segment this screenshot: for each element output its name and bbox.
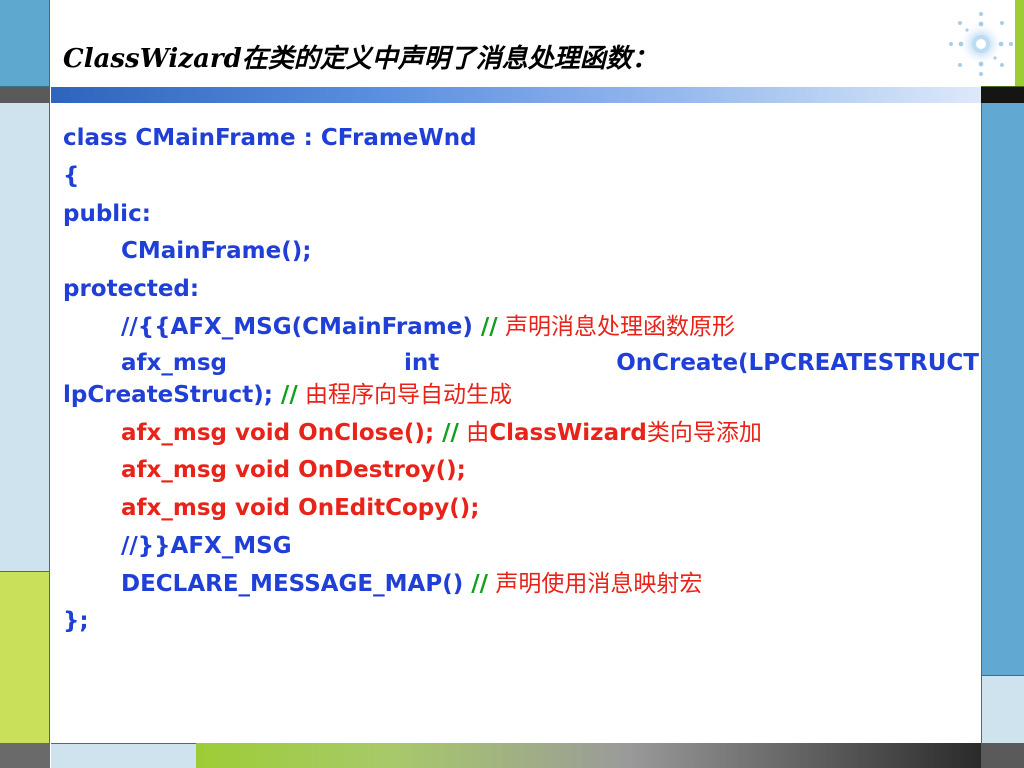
left-decor-middle [0,103,50,571]
bottom-decor-gradient [196,743,981,768]
code-line-6: //{{AFX_MSG(CMainFrame) // 声明消息处理函数原形 [121,313,735,341]
left-decor-green [0,571,50,743]
code-line-10: afx_msg void OnDestroy(); [121,457,466,483]
comment-slashes: // [472,314,498,340]
title-area: ClassWizard在类的定义中声明了消息处理函数： [51,0,1015,87]
code-line-11: afx_msg void OnEditCopy(); [121,495,480,521]
left-decor-top [0,0,50,87]
bottom-decor-left [51,743,196,768]
code-line-12: //}}AFX_MSG [121,533,292,559]
comment-text: 声明消息处理函数原形 [497,314,735,340]
title-gradient-band [51,87,981,103]
code-line-7: afx_msg int OnCreate(LPCREATESTRUCT [121,349,979,377]
right-decor-bottom [981,743,1024,768]
comment-text-a: 由 [458,420,490,446]
code-block: class CMainFrame : CFrameWnd { public: C… [51,103,981,743]
code-line-5: protected: [63,276,200,302]
code-line-7-c: OnCreate(LPCREATESTRUCT [616,350,979,376]
code-line-9-code: afx_msg void OnClose(); [121,420,435,446]
code-line-13-code: DECLARE_MESSAGE_MAP() [121,571,464,597]
right-decor-blue [981,103,1024,675]
comment-text: 由程序向导自动生成 [297,382,513,408]
code-line-9: afx_msg void OnClose(); // 由ClassWizard类… [121,419,762,447]
code-line-14: }; [63,608,89,634]
left-decor-bottom [0,743,50,768]
comment-slashes: // [434,420,459,446]
code-line-8: lpCreateStruct); // 由程序向导自动生成 [63,381,512,409]
comment-text-b: ClassWizard [489,420,647,446]
code-line-3: public: [63,201,151,227]
sparkle-icon [927,0,1015,86]
comment-slashes: // [463,571,489,597]
code-line-1: class CMainFrame : CFrameWnd [63,125,477,151]
code-line-4: CMainFrame(); [121,238,312,264]
code-line-7-a: afx_msg [121,350,227,376]
right-decor-light [981,675,1024,743]
code-line-8-code: lpCreateStruct); [63,382,273,408]
code-line-7-b: int [403,350,440,376]
code-line-13: DECLARE_MESSAGE_MAP() // 声明使用消息映射宏 [121,570,702,598]
comment-text: 声明使用消息映射宏 [488,571,703,597]
comment-slashes: // [272,382,298,408]
code-line-6-code: //{{AFX_MSG(CMainFrame) [121,314,473,340]
comment-text-c: 类向导添加 [646,420,762,446]
code-line-2: { [63,163,80,189]
slide-title: ClassWizard在类的定义中声明了消息处理函数： [63,44,658,74]
left-decor-strip [0,87,50,103]
right-decor-strip [981,87,1024,103]
